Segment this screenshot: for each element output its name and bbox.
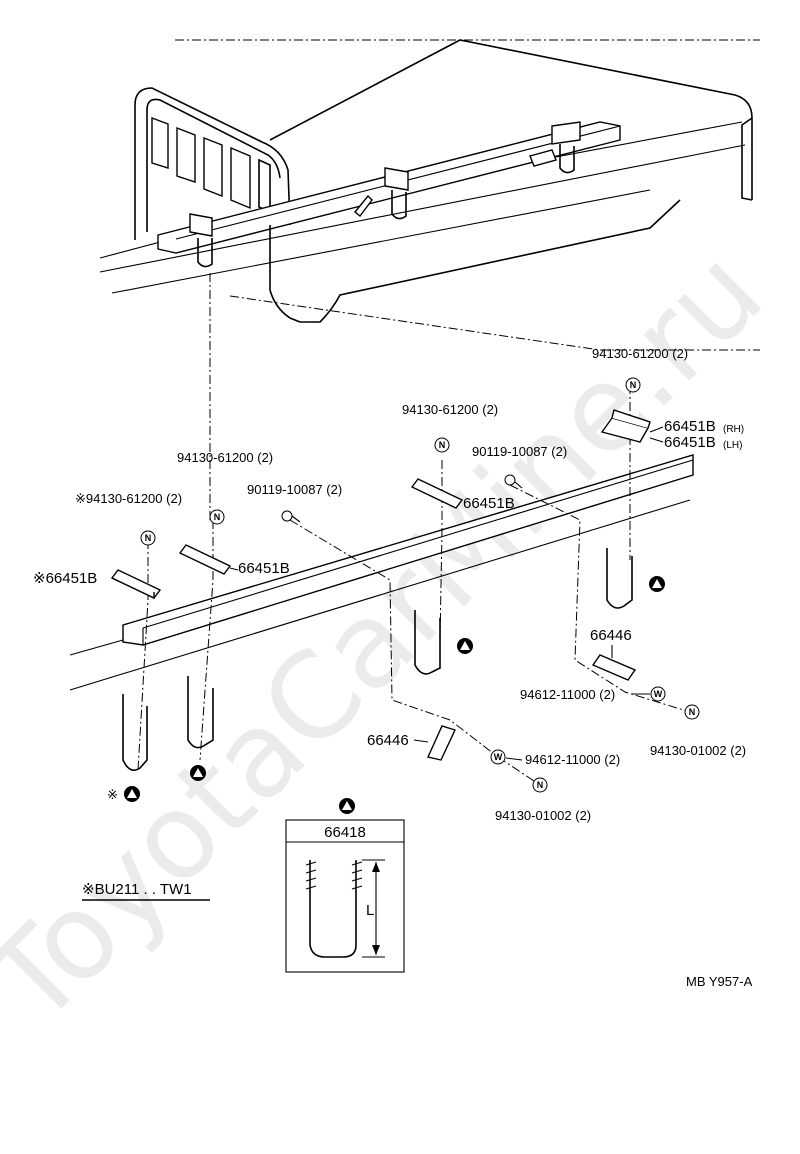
triangle-in-circle-icon bbox=[190, 765, 206, 781]
svg-text:W: W bbox=[494, 752, 503, 762]
label-bolt-left: 90119-10087 (2) bbox=[247, 482, 342, 497]
bracket-left2 bbox=[178, 544, 232, 575]
ubolt-legend: 66418 L bbox=[285, 819, 405, 973]
label-nut-top-right: 94130-61200 (2) bbox=[592, 346, 688, 361]
label-nut-right-bottom: 94130-01002 (2) bbox=[650, 743, 746, 758]
label-bracket-left1: ※66451B bbox=[33, 570, 97, 587]
label-bracket-lh: 66451B bbox=[664, 434, 716, 451]
nut-icon: N bbox=[434, 437, 450, 453]
label-nut-left-bottom: 94130-01002 (2) bbox=[495, 808, 591, 823]
label-bracket-left2: 66451B bbox=[238, 560, 290, 577]
washer-icon: W bbox=[650, 686, 666, 702]
label-plate-right: 66446 bbox=[590, 627, 632, 644]
label-bracket-rh: 66451B bbox=[664, 418, 716, 435]
nut-icon: N bbox=[209, 509, 225, 525]
label-bracket-lh-suffix: (LH) bbox=[723, 440, 742, 451]
label-washer-right: 94612-11000 (2) bbox=[520, 687, 615, 702]
applicability-note: ※BU211 . . TW1 bbox=[82, 881, 192, 898]
washer-icon: W bbox=[490, 749, 506, 765]
nut-icon: N bbox=[140, 530, 156, 546]
svg-text:N: N bbox=[630, 380, 637, 390]
asterisk-marker: ※ bbox=[107, 787, 118, 802]
triangle-in-circle-icon bbox=[124, 786, 140, 802]
svg-text:N: N bbox=[439, 440, 446, 450]
bracket-mid bbox=[410, 478, 464, 509]
plates bbox=[427, 654, 637, 761]
label-nut-mid: 94130-61200 (2) bbox=[402, 402, 498, 417]
vehicle-illustration bbox=[99, 39, 760, 520]
brackets bbox=[110, 409, 651, 600]
label-bolt-mid: 90119-10087 (2) bbox=[472, 444, 567, 459]
nut-icon: N bbox=[625, 377, 641, 393]
legend-title: 66418 bbox=[324, 824, 366, 841]
triangle-in-circle-icon bbox=[457, 638, 473, 654]
assembly-leaders bbox=[137, 385, 691, 786]
svg-text:W: W bbox=[654, 689, 663, 699]
label-bracket-mid: 66451B bbox=[463, 495, 515, 512]
u-bolts bbox=[122, 548, 633, 771]
svg-text:N: N bbox=[145, 533, 152, 543]
label-nut-left2: 94130-61200 (2) bbox=[177, 450, 273, 465]
triangle-in-circle-icon bbox=[339, 798, 355, 814]
label-nut-left1: ※94130-61200 (2) bbox=[75, 491, 182, 506]
nut-icon: N bbox=[532, 777, 548, 793]
bolts bbox=[281, 474, 523, 523]
nut-icon: N bbox=[684, 704, 700, 720]
legend-dimension-label: L bbox=[366, 902, 374, 919]
svg-text:N: N bbox=[537, 780, 544, 790]
svg-text:N: N bbox=[689, 707, 696, 717]
label-washer-left: 94612-11000 (2) bbox=[525, 752, 620, 767]
svg-text:N: N bbox=[214, 512, 221, 522]
label-plate-left: 66446 bbox=[367, 732, 409, 749]
triangle-in-circle-icon bbox=[649, 576, 665, 592]
label-bracket-rh-suffix: (RH) bbox=[723, 424, 744, 435]
frame-rail bbox=[69, 454, 694, 691]
diagram-code: MB Y957-A bbox=[686, 974, 753, 989]
